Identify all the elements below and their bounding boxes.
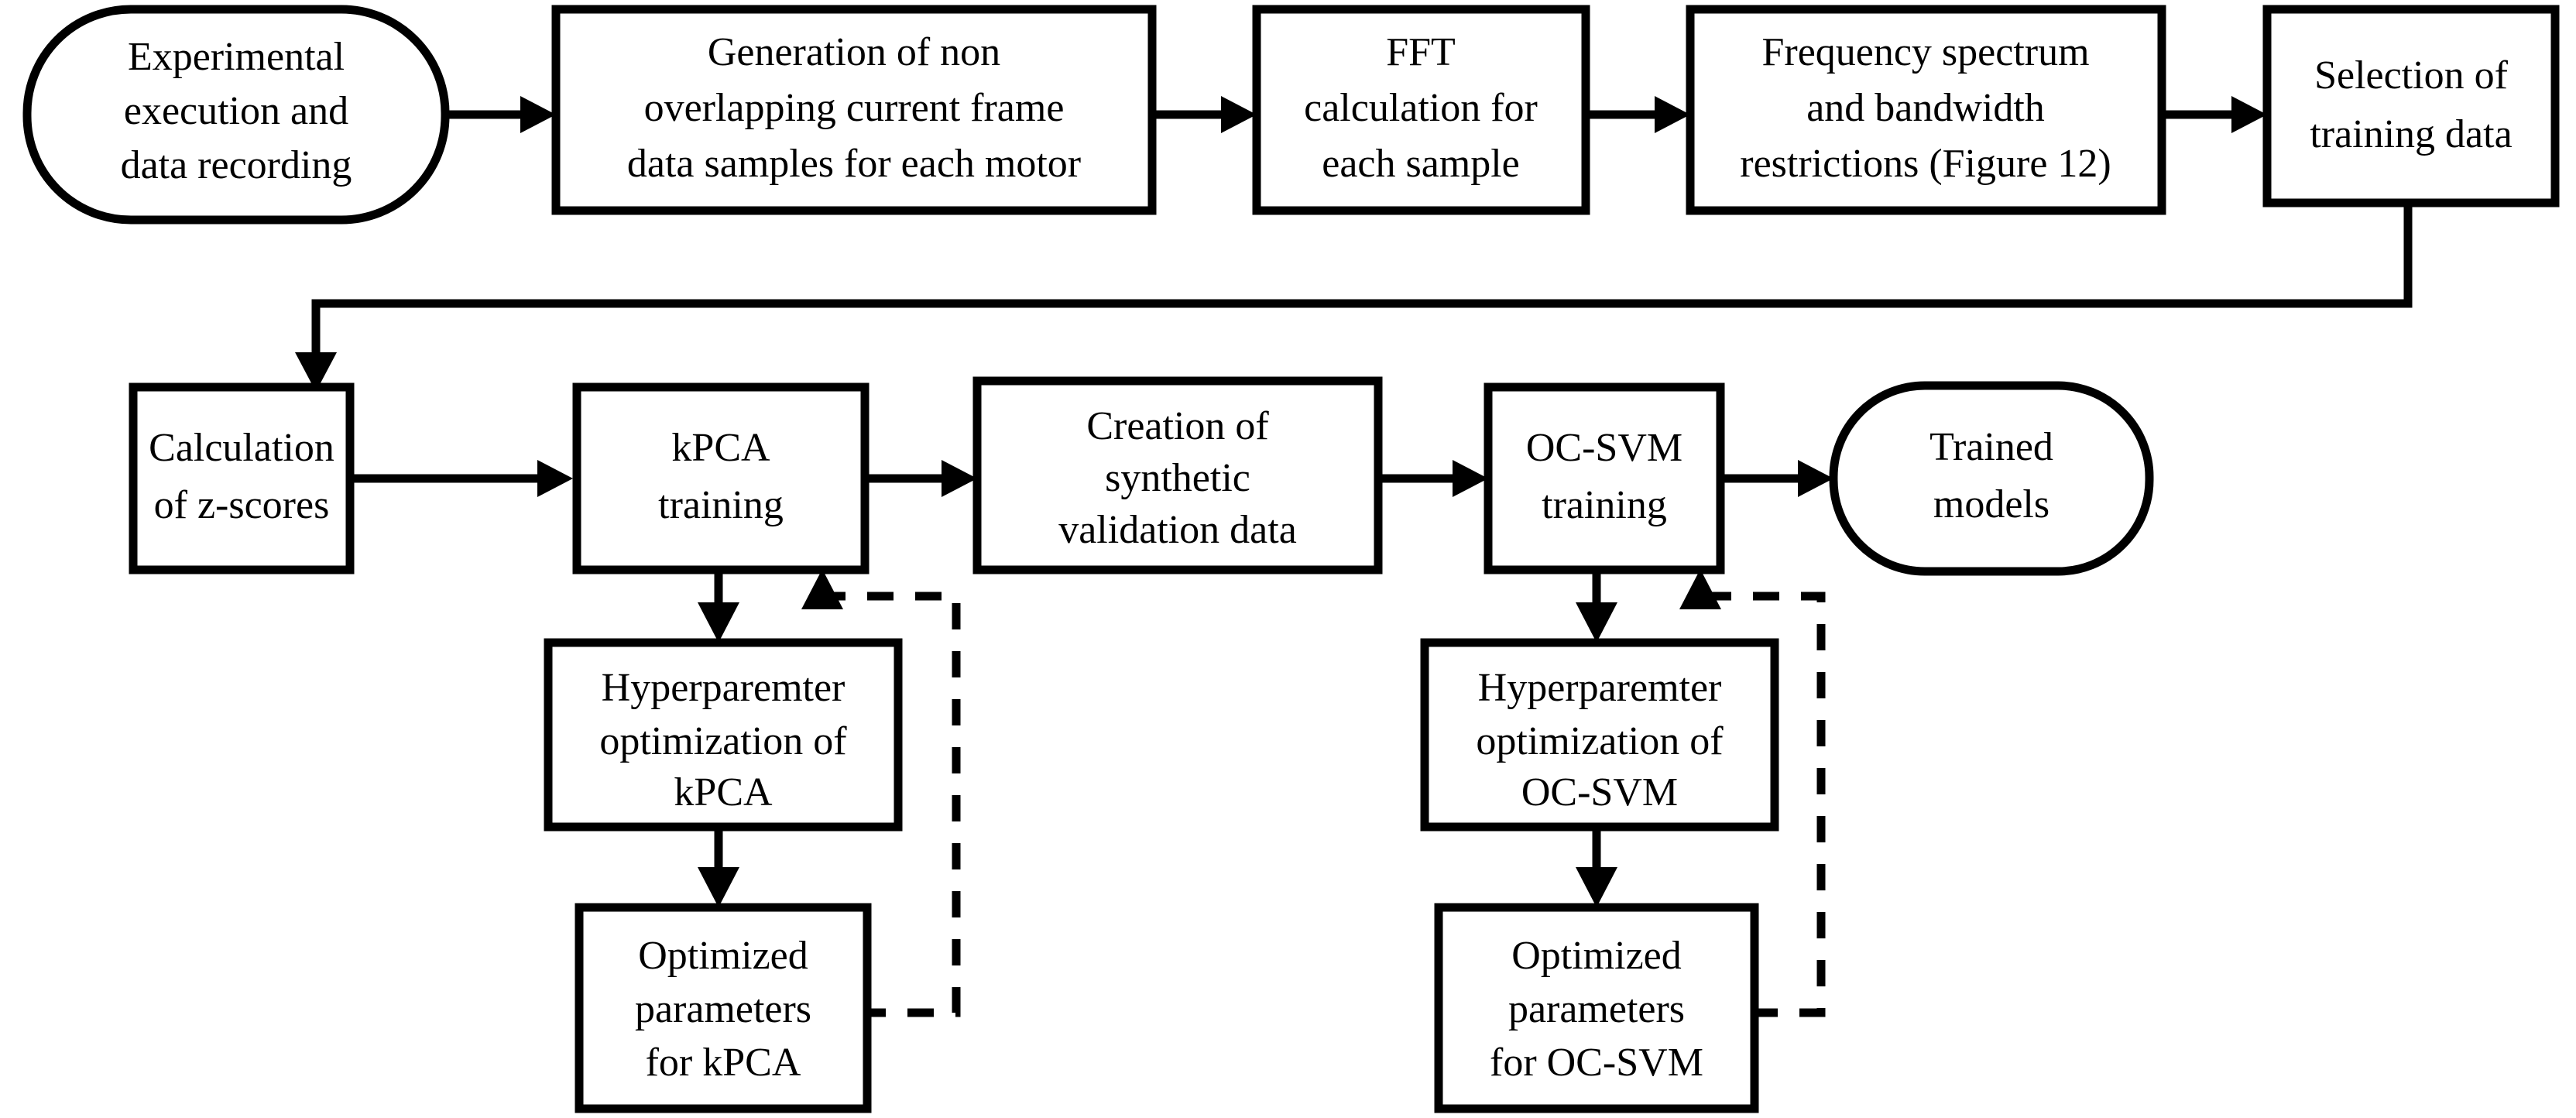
svg-text:of z-scores: of z-scores [154, 483, 330, 527]
svg-text:parameters: parameters [1508, 987, 1685, 1031]
edge-experimental-to-generation [445, 96, 556, 133]
svg-text:Optimized: Optimized [638, 934, 808, 978]
edge-kpca-to-hyper-kpca [698, 569, 739, 643]
arrow-head-icon [801, 569, 843, 609]
node-optimized-kpca[interactable]: Optimized parameters for kPCA [575, 903, 872, 1113]
arrow-head-icon [537, 460, 573, 497]
svg-text:data recording: data recording [121, 143, 352, 187]
svg-text:Frequency spectrum: Frequency spectrum [1761, 30, 2089, 74]
svg-text:Creation of: Creation of [1086, 404, 1269, 448]
svg-text:parameters: parameters [635, 987, 811, 1031]
svg-text:Hyperparemter: Hyperparemter [602, 666, 846, 710]
svg-text:FFT: FFT [1386, 30, 1456, 74]
arrow-head-icon [1655, 96, 1690, 133]
node-optimized-ocsvm[interactable]: Optimized parameters for OC-SVM [1434, 903, 1759, 1113]
node-zscores[interactable]: Calculation of z-scores [129, 382, 355, 574]
edge-optimized-ocsvm-feedback-to-ocsvm [1679, 569, 1826, 1017]
svg-text:execution and: execution and [124, 89, 348, 133]
svg-text:Hyperparemter: Hyperparemter [1478, 666, 1722, 710]
node-trained-models[interactable]: Trained models [1829, 381, 2154, 576]
arrow-head-icon [698, 867, 739, 907]
svg-text:Experimental: Experimental [128, 35, 345, 79]
arrow-head-icon [1576, 602, 1617, 643]
arrow-head-icon [1798, 460, 1833, 497]
edge-hyper-ocsvm-to-optimized-ocsvm [1576, 827, 1617, 907]
node-experimental[interactable]: Experimental execution and data recordin… [22, 5, 450, 225]
svg-text:for kPCA: for kPCA [646, 1041, 801, 1085]
node-hyper-kpca[interactable]: Hyperparemter optimization of kPCA [544, 638, 903, 832]
arrow-head-icon [520, 96, 556, 133]
edge-fft-to-spectrum [1586, 96, 1690, 133]
svg-text:kPCA: kPCA [674, 770, 773, 814]
svg-text:training data: training data [2310, 112, 2512, 156]
svg-text:training: training [1542, 483, 1667, 527]
node-generation[interactable]: Generation of non overlapping current fr… [551, 5, 1157, 215]
edge-synthetic-to-ocsvm [1378, 460, 1488, 497]
edge-ocsvm-to-trained-models [1720, 460, 1833, 497]
arrow-head-icon [698, 602, 739, 643]
svg-text:OC-SVM: OC-SVM [1521, 770, 1678, 814]
svg-text:calculation for: calculation for [1304, 86, 1538, 130]
edge-kpca-to-synthetic [866, 460, 977, 497]
svg-text:for OC-SVM: for OC-SVM [1490, 1041, 1703, 1085]
svg-text:and bandwidth: and bandwidth [1806, 86, 2045, 130]
svg-text:Optimized: Optimized [1511, 934, 1682, 978]
svg-text:OC-SVM: OC-SVM [1526, 426, 1682, 470]
svg-text:synthetic: synthetic [1105, 456, 1250, 500]
edge-optimized-kpca-feedback-to-kpca [801, 569, 961, 1017]
svg-text:training: training [658, 483, 784, 527]
svg-text:Calculation: Calculation [149, 426, 334, 470]
edge-zscores-to-kpca [350, 460, 573, 497]
edge-selection-to-zscores [295, 203, 2413, 392]
svg-text:Generation of non: Generation of non [708, 30, 1000, 74]
arrow-head-icon [1679, 569, 1721, 609]
node-selection[interactable]: Selection of training data [2262, 5, 2560, 207]
arrow-head-icon [1221, 96, 1257, 133]
arrow-head-icon [2231, 96, 2267, 133]
svg-text:restrictions (Figure 12): restrictions (Figure 12) [1740, 142, 2111, 186]
node-ocsvm-training[interactable]: OC-SVM training [1484, 382, 1725, 574]
arrow-head-icon [1576, 867, 1617, 907]
edge-hyper-kpca-to-optimized-kpca [698, 827, 739, 907]
svg-text:kPCA: kPCA [671, 426, 770, 470]
arrow-head-icon [942, 460, 977, 497]
svg-text:Selection of: Selection of [2314, 53, 2509, 98]
node-synthetic[interactable]: Creation of synthetic validation data [972, 376, 1383, 574]
node-hyper-ocsvm[interactable]: Hyperparemter optimization of OC-SVM [1420, 638, 1779, 832]
node-kpca-training[interactable]: kPCA training [572, 382, 870, 574]
svg-text:optimization of: optimization of [1476, 719, 1724, 763]
arrow-head-icon [1453, 460, 1488, 497]
svg-text:validation data: validation data [1058, 508, 1297, 552]
svg-text:each sample: each sample [1322, 142, 1520, 186]
svg-text:models: models [1933, 482, 2049, 526]
arrow-head-icon [295, 352, 337, 392]
node-fft[interactable]: FFT calculation for each sample [1252, 5, 1590, 215]
edge-generation-to-fft [1152, 96, 1257, 133]
edge-spectrum-to-selection [2162, 96, 2267, 133]
node-spectrum[interactable]: Frequency spectrum and bandwidth restric… [1686, 5, 2166, 215]
svg-text:optimization of: optimization of [599, 719, 847, 763]
svg-text:overlapping current frame: overlapping current frame [644, 86, 1065, 130]
edge-ocsvm-to-hyper-ocsvm [1576, 569, 1617, 643]
svg-text:data samples for each motor: data samples for each motor [627, 142, 1081, 186]
svg-text:Trained: Trained [1929, 425, 2053, 469]
